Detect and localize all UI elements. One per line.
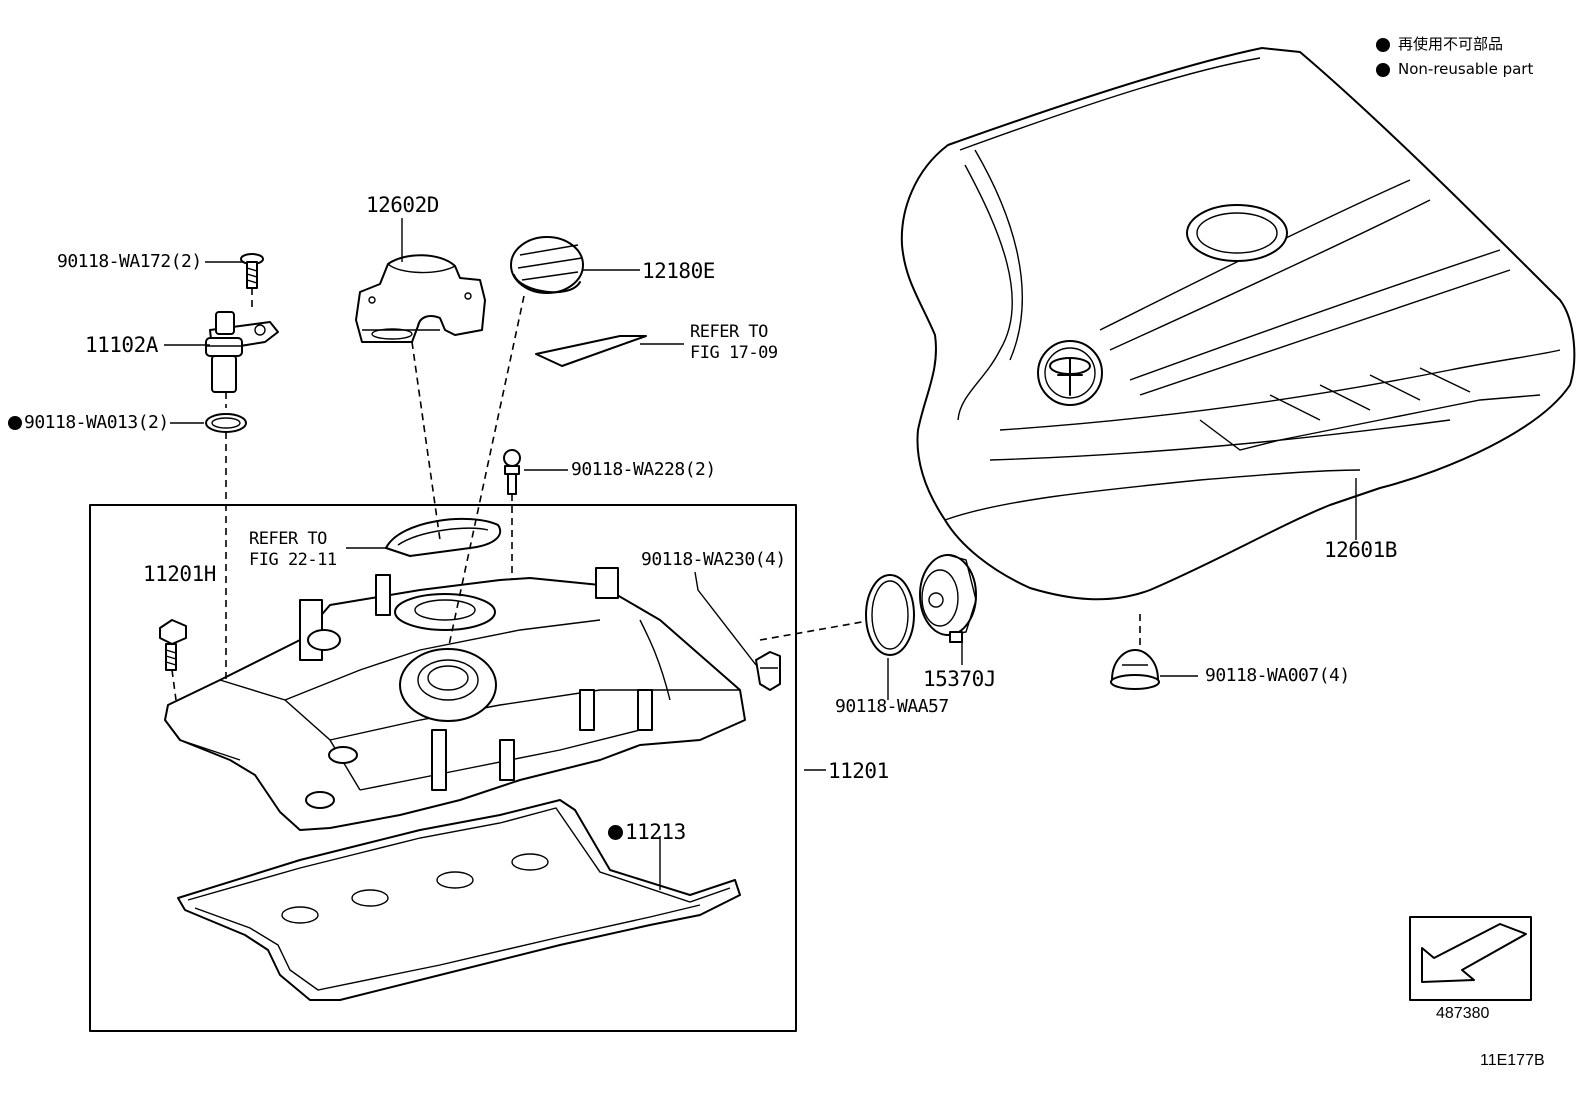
label-12602d[interactable]: 12602D <box>366 193 439 217</box>
refer-seal-drawing <box>385 517 502 557</box>
label-refer-17-09-line2[interactable]: FIG 17-09 <box>690 343 778 363</box>
grommet-wa007-drawing <box>1110 649 1160 690</box>
legend: 再使用不可部品 Non-reusable part <box>1376 32 1533 82</box>
legend-text-jp: 再使用不可部品 <box>1398 35 1504 53</box>
label-refer-17-09-line1[interactable]: REFER TO <box>690 322 768 342</box>
non-reusable-dot-icon <box>608 824 623 840</box>
leader-lines <box>164 218 1357 890</box>
bracket-drawing <box>355 254 486 343</box>
label-90118-wa013-wrap: 90118-WA013(2) <box>8 413 169 433</box>
label-11201h[interactable]: 11201H <box>143 562 216 586</box>
non-reusable-dot-icon <box>1376 37 1390 52</box>
sensor-drawing <box>205 311 279 393</box>
label-90118-wa172[interactable]: 90118-WA172(2) <box>57 251 202 272</box>
engine-cover-drawing <box>900 47 1576 601</box>
label-90118-wa007[interactable]: 90118-WA007(4) <box>1205 665 1350 686</box>
label-90118-waa57[interactable]: 90118-WAA57 <box>835 696 949 717</box>
assembly-box <box>89 504 797 1032</box>
dashed-guides <box>171 288 1141 701</box>
legend-row-jp: 再使用不可部品 <box>1376 32 1533 57</box>
label-90118-wa230[interactable]: 90118-WA230(4) <box>641 549 786 570</box>
reference-arrow-box <box>1409 916 1532 1001</box>
bolt-11201h-drawing <box>159 619 187 671</box>
label-11102a[interactable]: 11102A <box>85 333 158 357</box>
figure-code: 11E177B <box>1480 1052 1545 1069</box>
label-refer-22-11-line2[interactable]: FIG 22-11 <box>249 550 337 570</box>
label-11213-wrap: 11213 <box>608 820 686 844</box>
non-reusable-dot-icon <box>1376 62 1390 77</box>
label-refer-22-11-line1[interactable]: REFER TO <box>249 529 327 549</box>
label-90118-wa228[interactable]: 90118-WA228(2) <box>571 459 716 480</box>
bolt-wa172-drawing <box>240 253 264 289</box>
reference-number: 487380 <box>1436 1005 1490 1022</box>
refer-sheet-drawing <box>535 335 647 367</box>
legend-text-en: Non-reusable part <box>1398 60 1534 78</box>
clip-wa230-drawing <box>755 651 781 691</box>
legend-row-en: Non-reusable part <box>1376 57 1533 82</box>
gasket-drawing <box>177 799 741 1001</box>
label-15370j[interactable]: 15370J <box>923 667 996 691</box>
stud-wa228-drawing <box>503 449 521 495</box>
label-11213[interactable]: 11213 <box>625 820 686 844</box>
valve-cover-drawing <box>164 567 746 831</box>
label-12601b[interactable]: 12601B <box>1324 538 1397 562</box>
label-11201[interactable]: 11201 <box>828 759 889 783</box>
non-reusable-dot-icon <box>8 416 22 430</box>
label-12180e[interactable]: 12180E <box>642 259 715 283</box>
label-90118-wa013[interactable]: 90118-WA013(2) <box>24 412 169 433</box>
seal-waa57-drawing <box>865 574 915 656</box>
oil-cap-drawing <box>510 236 584 294</box>
valve-15370j-drawing <box>919 554 977 643</box>
